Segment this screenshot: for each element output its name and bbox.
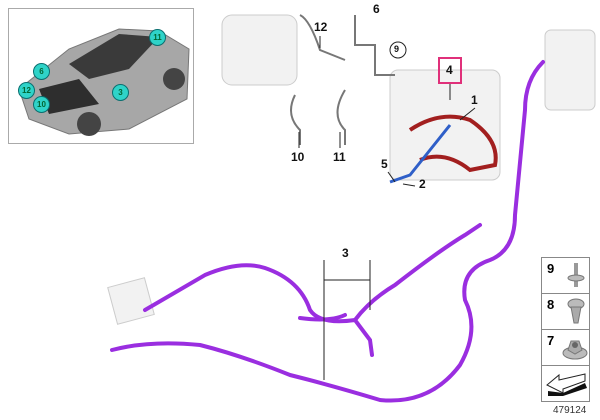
callout-3: 3: [342, 246, 349, 260]
legend-row-7[interactable]: 7: [541, 329, 590, 365]
callout-11: 11: [333, 150, 346, 164]
callout-4-highlight: [438, 57, 462, 84]
expanding-nut-icon: [567, 298, 585, 324]
legend-row-9[interactable]: 9: [541, 257, 590, 293]
brackets: [290, 14, 395, 145]
callout-12: 12: [314, 20, 328, 34]
leader-lines: [298, 36, 476, 380]
legend-row-arrow[interactable]: [541, 365, 590, 402]
badge-6: 6: [33, 63, 50, 80]
fastener-legend: 9 8 7: [541, 257, 590, 402]
legend-number: 9: [547, 261, 555, 276]
stud-bolt-icon: [567, 263, 585, 287]
red-harness: [408, 114, 498, 173]
badge-3: 3: [112, 84, 129, 101]
callout-4: 4: [446, 63, 453, 77]
badge-10: 10: [33, 96, 50, 113]
badge-11: 11: [149, 29, 166, 46]
diagram-number: 479124: [553, 405, 587, 416]
vehicle-overview-inset: 11 6 12 10 3: [8, 8, 194, 144]
arrow-icon: [546, 373, 587, 396]
legend-number: 7: [547, 333, 555, 348]
callout-5: 5: [381, 157, 388, 171]
background-components: [107, 14, 596, 325]
callout-1: 1: [471, 93, 478, 107]
hex-flange-nut-icon: [562, 340, 588, 360]
badge-12: 12: [18, 82, 35, 99]
callout-9-circle: [389, 41, 407, 59]
car-illustration: [18, 28, 190, 136]
callout-10: 10: [291, 150, 305, 164]
callout-2: 2: [419, 177, 426, 191]
legend-number: 8: [547, 297, 555, 312]
hv-cable-purple: [110, 60, 545, 403]
callout-6: 6: [373, 2, 380, 16]
callout-9: 9: [394, 44, 400, 54]
legend-row-8[interactable]: 8: [541, 293, 590, 329]
blue-cable: [389, 124, 452, 184]
